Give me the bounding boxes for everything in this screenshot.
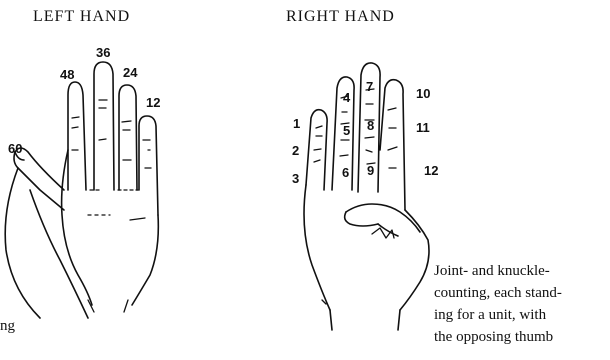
left-index-finger [139,116,158,215]
right-palm [304,185,330,310]
left-label-12: 12 [146,96,160,110]
caption-line: ing for a unit, with [434,304,610,326]
caption: Joint- and knuckle- counting, each stand… [434,260,610,348]
left-hand-title: LEFT HAND [33,8,130,26]
caption-line: counting, each stand- [434,282,610,304]
right-label-4: 4 [343,91,350,105]
right-label-8: 8 [367,119,374,133]
right-label-9: 9 [367,164,374,178]
left-label-48: 48 [60,68,74,82]
right-label-7: 7 [366,80,373,94]
right-label-6: 6 [342,166,349,180]
left-label-24: 24 [123,66,137,80]
right-hand-title: RIGHT HAND [286,8,395,26]
left-label-36: 36 [96,46,110,60]
cropped-text-fragment: ng [0,318,15,335]
caption-line: Joint- and knuckle- [434,260,610,282]
left-ring-finger [94,62,114,190]
right-label-12: 12 [424,164,438,178]
left-little-finger [68,82,86,190]
right-hand-drawing [304,63,429,330]
left-hand-drawing [5,62,158,318]
right-label-11: 11 [416,121,430,135]
left-thumb [14,148,64,210]
right-little-finger [380,80,405,210]
left-label-60: 60 [8,142,22,156]
right-label-3: 3 [292,172,299,186]
left-palm [62,150,92,305]
right-label-10: 10 [416,87,430,101]
right-label-5: 5 [343,124,350,138]
left-middle-finger [119,85,137,190]
right-label-1: 1 [293,117,300,131]
caption-line: the opposing thumb [434,326,610,348]
right-label-2: 2 [292,144,299,158]
